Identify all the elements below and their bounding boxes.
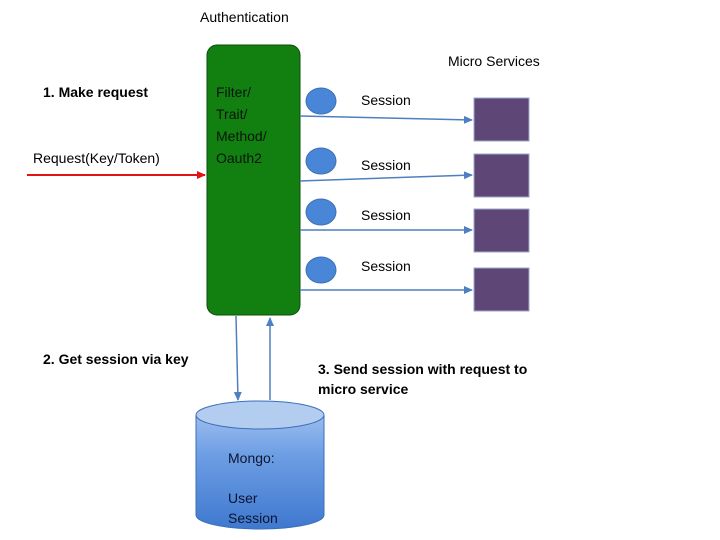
micro-services-label: Micro Services — [448, 53, 540, 69]
mongo-spacer — [228, 468, 278, 488]
step3-label: 3. Send session with request to micro se… — [318, 359, 527, 399]
mongo-text: Mongo: User Session — [228, 448, 278, 528]
session-arrow-2 — [299, 171, 473, 182]
step3-line2: micro service — [318, 381, 409, 397]
session-node-2 — [305, 147, 337, 175]
auth-line-oauth2: Oauth2 — [216, 150, 262, 166]
session-label-1: Session — [361, 92, 411, 108]
micro-service-box-2 — [473, 153, 530, 198]
step1-label: 1. Make request — [43, 84, 149, 100]
micro-service-box-1 — [473, 97, 530, 142]
get-session-arrow — [233, 315, 242, 401]
mongo-line-session: Session — [228, 510, 278, 526]
auth-line-method: Method/ — [216, 128, 267, 144]
session-node-1 — [305, 87, 337, 115]
mongo-line-user: User — [228, 490, 258, 506]
micro-service-box-4 — [473, 267, 530, 312]
request-label: Request(Key/Token) — [33, 150, 160, 166]
session-label-3: Session — [361, 207, 411, 223]
step2-label: 2. Get session via key — [43, 351, 189, 367]
session-label-4: Session — [361, 258, 411, 274]
session-node-4 — [305, 256, 337, 284]
authentication-box-text: Filter/ Trait/ Method/ Oauth2 — [216, 81, 267, 169]
step3-line1: 3. Send session with request to — [318, 361, 528, 377]
session-label-2: Session — [361, 157, 411, 173]
mongo-database — [195, 400, 325, 530]
session-arrow-1 — [299, 115, 473, 124]
micro-service-box-3 — [473, 208, 530, 253]
session-node-3 — [305, 198, 337, 226]
authentication-label: Authentication — [200, 9, 289, 25]
auth-line-trait: Trait/ — [216, 106, 248, 122]
mongo-name: Mongo: — [228, 450, 275, 466]
authentication-box — [206, 44, 301, 316]
auth-line-filter: Filter/ — [216, 84, 251, 100]
